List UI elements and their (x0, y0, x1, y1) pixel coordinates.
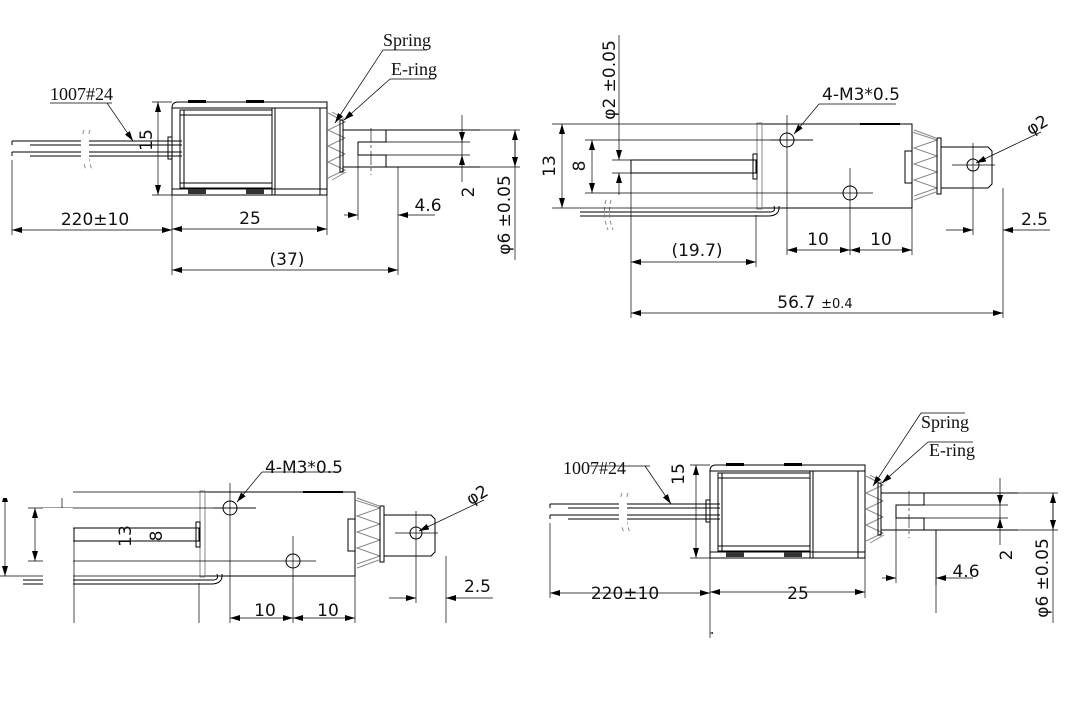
total-length-dim: (37) (270, 250, 305, 270)
plunger-diameter-dim: φ6 ±0.05 (1033, 538, 1053, 618)
side-view-bottom-right: Spring E-ring 1007#24 15 220±10 25 4.6 2… (550, 412, 1058, 643)
plunger-diameter-dim: φ6 ±0.05 (495, 175, 515, 255)
slot-width-dim: 2 (997, 550, 1017, 561)
height-dim: 15 (137, 129, 157, 151)
hole-b-dim: 10 (317, 601, 339, 621)
spring-label: Spring (383, 30, 431, 50)
shaft-length-dim: (19.7) (671, 241, 722, 261)
hole-offset-dim: 2.5 (1021, 210, 1048, 230)
hole-a-dim: 10 (254, 601, 276, 621)
shaft-diameter-dim: φ2 ±0.05 (600, 40, 620, 120)
thread-label: 4-M3*0.5 (822, 85, 900, 105)
top-view-bottom-left: 4-M3*0.5 13 8 φ2 10 10 2.5 (0, 358, 493, 703)
total-length-dim: 56.7±0.4 (777, 293, 852, 313)
slot-width-dim: 2 (459, 187, 479, 198)
slot-dim: 4.6 (952, 562, 979, 582)
height-dim: 13 (116, 525, 136, 547)
wire-length-dim: 220±10 (591, 584, 659, 604)
thread-label: 4-M3*0.5 (265, 458, 343, 478)
top-view-top-right: φ2 ±0.05 4-M3*0.5 13 8 φ2 10 10 (19.7) 2… (540, 35, 1052, 318)
wire-length-dim: 220±10 (61, 210, 129, 230)
side-view-top-left: Spring E-ring 1007#24 15 220±10 25 (37) … (12, 30, 520, 275)
hole-a-dim: 10 (807, 230, 829, 250)
wire-label: 1007#24 (50, 84, 113, 104)
hole-b-dim: 10 (870, 230, 892, 250)
spring-label: Spring (921, 412, 969, 432)
hole-spacing-v-dim: 8 (147, 531, 167, 542)
hole-spacing-v-dim: 8 (570, 161, 590, 172)
body-length-dim: 25 (787, 584, 809, 604)
ering-label: E-ring (929, 440, 975, 460)
hole-diameter-dim: φ2 (463, 482, 492, 510)
ering-label: E-ring (391, 59, 437, 79)
height-dim: 15 (669, 463, 689, 485)
body-length-dim: 25 (239, 209, 261, 229)
slot-dim: 4.6 (414, 196, 441, 216)
height-dim: 13 (540, 155, 560, 177)
wire-label: 1007#24 (563, 458, 626, 478)
hole-diameter-dim: φ2 (1023, 112, 1052, 140)
hole-offset-dim: 2.5 (464, 577, 491, 597)
